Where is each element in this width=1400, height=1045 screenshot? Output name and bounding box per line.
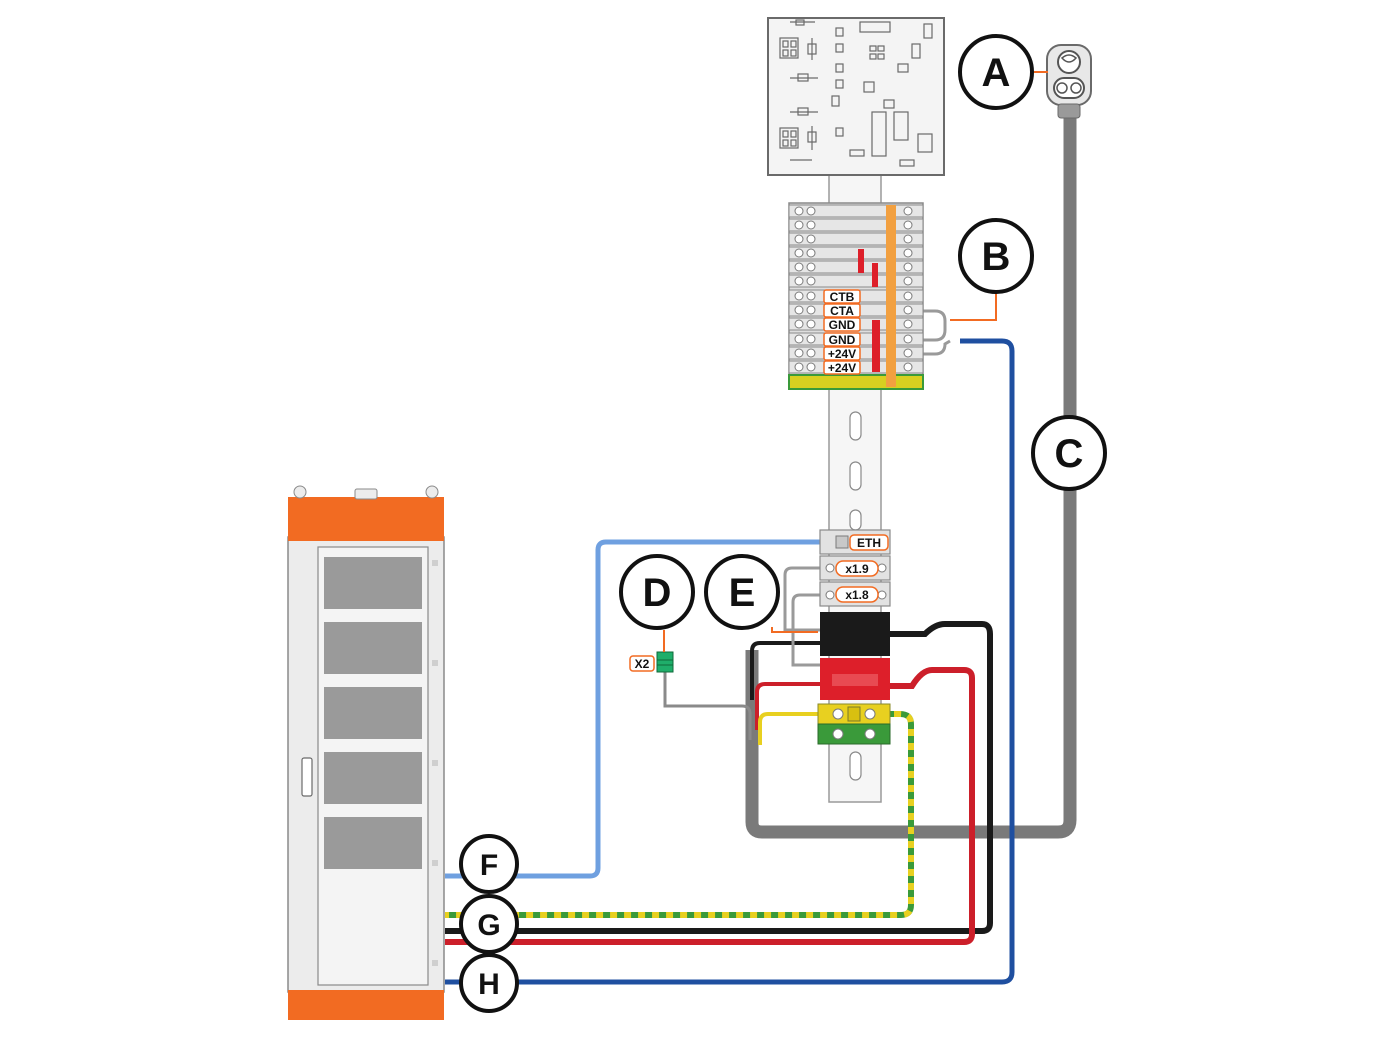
callout-e-letter: E — [729, 571, 756, 615]
cable-g-black — [445, 621, 993, 934]
callout-a: A — [958, 34, 1034, 110]
terminal-label-24v-2-text: +24V — [828, 361, 856, 375]
wire-e-loop-2 — [791, 593, 822, 667]
terminal-label-gnd-2: GND — [823, 332, 861, 347]
earth-terminal — [817, 703, 891, 745]
terminal-label-ctb: CTB — [823, 289, 861, 304]
cabinet — [287, 485, 445, 1020]
cable-g-red — [445, 667, 975, 945]
busbar-red-screw — [832, 674, 878, 686]
wire-e-loop-1 — [783, 566, 822, 632]
callout-g: G — [459, 894, 519, 954]
leader-b — [950, 292, 997, 321]
wire-black-internal — [750, 641, 820, 700]
label-x18: x1.8 — [835, 586, 879, 603]
terminal-label-gnd-1: GND — [823, 317, 861, 332]
x2-connector — [656, 651, 674, 673]
busbar-black — [820, 612, 890, 656]
terminal-label-gnd-1-text: GND — [829, 318, 856, 332]
cable-g-earth-stripes — [445, 711, 914, 918]
callout-h-letter: H — [478, 968, 500, 1001]
terminal-label-24v-2: +24V — [823, 360, 861, 375]
callout-b: B — [958, 218, 1034, 294]
controller-board — [767, 17, 945, 176]
label-x2: X2 — [629, 655, 655, 672]
callout-d: D — [619, 554, 695, 630]
callout-d-letter: D — [643, 571, 672, 615]
din-rail-slot-2 — [849, 461, 862, 491]
leader-e — [771, 627, 818, 633]
charging-connector — [1046, 44, 1092, 119]
cable-f-ethernet — [445, 539, 845, 879]
wire-b-loop-2 — [912, 339, 951, 356]
callout-f: F — [459, 834, 519, 894]
wire-red-internal — [755, 682, 820, 730]
terminal-label-cta-text: CTA — [830, 304, 854, 318]
label-eth: ETH — [849, 534, 889, 551]
callout-e: E — [704, 554, 780, 630]
terminal-label-24v-1: +24V — [823, 346, 861, 361]
label-x18-text: x1.8 — [845, 588, 869, 602]
terminal-label-gnd-2-text: GND — [829, 333, 856, 347]
wire-earth-internal — [758, 712, 820, 745]
cable-d-gray — [663, 672, 752, 740]
callout-c-letter: C — [1055, 432, 1084, 476]
cable-h-blue — [445, 338, 1015, 985]
label-eth-text: ETH — [857, 536, 881, 550]
callout-h: H — [459, 953, 519, 1013]
din-rail-slot-4 — [849, 751, 862, 781]
terminal-label-cta: CTA — [823, 303, 861, 318]
din-rail-slot-3 — [849, 509, 862, 531]
callout-g-letter: G — [477, 909, 500, 942]
wire-b-loop-1 — [912, 309, 947, 342]
terminal-label-24v-1-text: +24V — [828, 347, 856, 361]
callout-c: C — [1031, 415, 1107, 491]
label-x19: x1.9 — [835, 560, 879, 577]
label-x19-text: x1.9 — [845, 562, 869, 576]
label-x2-text: X2 — [635, 657, 650, 671]
callout-b-letter: B — [982, 235, 1011, 279]
callout-f-letter: F — [480, 849, 498, 882]
callout-a-letter: A — [982, 51, 1011, 95]
terminal-label-ctb-text: CTB — [830, 290, 855, 304]
din-rail-slot-1 — [849, 411, 862, 441]
